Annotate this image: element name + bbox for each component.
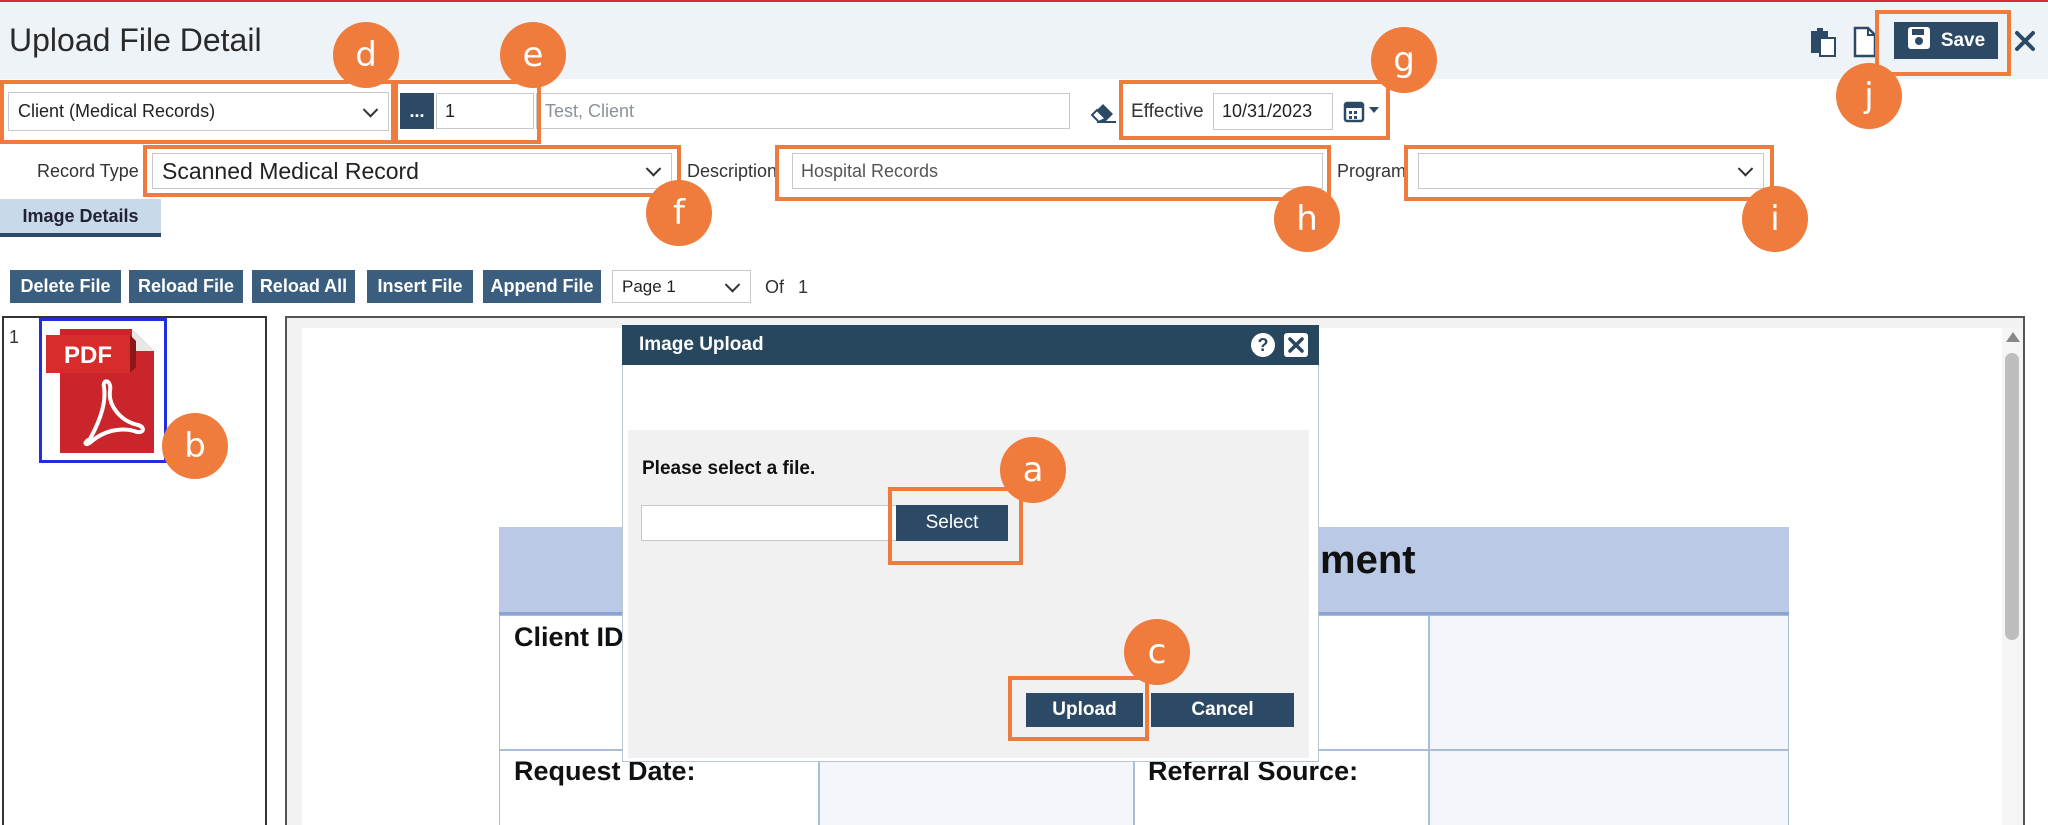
- top-accent-line: [0, 0, 2048, 2]
- highlight-effective-date: [1119, 80, 1390, 140]
- callout-i: i: [1742, 186, 1808, 252]
- highlight-record-source: [0, 80, 395, 144]
- delete-file-button[interactable]: Delete File: [10, 270, 121, 303]
- save-button[interactable]: Save: [1894, 22, 1998, 59]
- client-id-field[interactable]: 1: [436, 93, 534, 129]
- reload-all-button[interactable]: Reload All: [252, 270, 355, 303]
- dialog-title-bar: [622, 325, 1319, 365]
- help-icon[interactable]: ?: [1251, 333, 1275, 357]
- callout-h: h: [1274, 186, 1340, 252]
- page-total: 1: [798, 277, 809, 297]
- insert-file-button[interactable]: Insert File: [367, 270, 473, 303]
- highlight-upload-button: [1008, 676, 1149, 741]
- document-cell: [1134, 750, 1429, 825]
- tab-image-details[interactable]: Image Details: [0, 199, 161, 237]
- scrollbar-thumb[interactable]: [2005, 353, 2019, 640]
- document-cell: [1429, 750, 1789, 825]
- record-type-label: Record Type: [37, 161, 139, 181]
- highlight-program: [1404, 145, 1774, 201]
- program-select[interactable]: [1418, 153, 1764, 189]
- floppy-disk-icon: [1907, 26, 1931, 56]
- pdf-label: PDF: [64, 342, 112, 369]
- effective-label: Effective: [1131, 101, 1204, 122]
- clipboard-icon[interactable]: [1808, 26, 1838, 58]
- callout-j: j: [1836, 63, 1902, 129]
- highlight-save-button: [1875, 10, 2011, 76]
- program-label: Program: [1337, 161, 1407, 181]
- callout-b: b: [162, 413, 228, 479]
- highlight-record-type: [143, 145, 681, 197]
- thumbnail-panel: [2, 316, 267, 825]
- record-source-value: Client (Medical Records): [18, 101, 216, 121]
- page-select-value: Page 1: [622, 276, 676, 296]
- dialog-close-icon[interactable]: [1284, 333, 1308, 357]
- page-title: Upload File Detail: [9, 22, 262, 58]
- close-icon[interactable]: [2012, 28, 2038, 54]
- tab-image-details-label: Image Details: [22, 205, 139, 226]
- highlight-pdf-thumbnail: [36, 315, 170, 466]
- eraser-icon[interactable]: [1089, 99, 1117, 125]
- pdf-file-icon: PDF: [46, 329, 154, 453]
- client-search-button[interactable]: ...: [400, 93, 434, 129]
- dialog-prompt: Please select a file.: [642, 458, 816, 479]
- chevron-down-icon: [724, 276, 741, 293]
- callout-a: a: [1000, 437, 1066, 503]
- client-name-field[interactable]: Test, Client: [536, 93, 1070, 129]
- dialog-title: Image Upload: [639, 334, 764, 355]
- document-cell: [1429, 615, 1789, 750]
- pdf-thumbnail[interactable]: PDF: [39, 318, 167, 463]
- record-source-select[interactable]: Client (Medical Records): [8, 92, 389, 131]
- description-field[interactable]: Hospital Records: [792, 153, 1323, 189]
- callout-e: e: [500, 22, 566, 88]
- effective-date-field[interactable]: 10/31/2023: [1213, 93, 1333, 130]
- append-file-button[interactable]: Append File: [483, 270, 601, 303]
- save-label: Save: [1940, 29, 1986, 51]
- select-file-button[interactable]: Select: [896, 505, 1008, 541]
- callout-f: f: [646, 180, 712, 246]
- page-select[interactable]: Page 1: [612, 270, 751, 303]
- client-id-label: Client ID: [514, 622, 624, 652]
- document-cell: [499, 750, 819, 825]
- highlight-client-id: [394, 80, 541, 144]
- reload-file-button[interactable]: Reload File: [129, 270, 243, 303]
- record-type-select[interactable]: Scanned Medical Record: [152, 153, 672, 189]
- description-label: Description: [687, 161, 778, 181]
- upload-button[interactable]: Upload: [1026, 693, 1143, 727]
- record-type-value: Scanned Medical Record: [162, 157, 419, 184]
- highlight-description: [775, 145, 1331, 201]
- header-bar: [0, 2, 2048, 79]
- highlight-select-button: [888, 487, 1023, 565]
- document-heading: ment: [1320, 538, 1416, 582]
- thumbnail-index: 1: [9, 327, 20, 347]
- cancel-button[interactable]: Cancel: [1151, 693, 1294, 727]
- callout-d: d: [333, 22, 399, 88]
- callout-g: g: [1371, 27, 1437, 93]
- file-path-field[interactable]: [641, 505, 897, 541]
- callout-c: c: [1124, 619, 1190, 685]
- scroll-up-arrow-icon[interactable]: [2006, 332, 2020, 342]
- of-label: Of: [765, 277, 785, 297]
- calendar-icon[interactable]: [1343, 99, 1383, 125]
